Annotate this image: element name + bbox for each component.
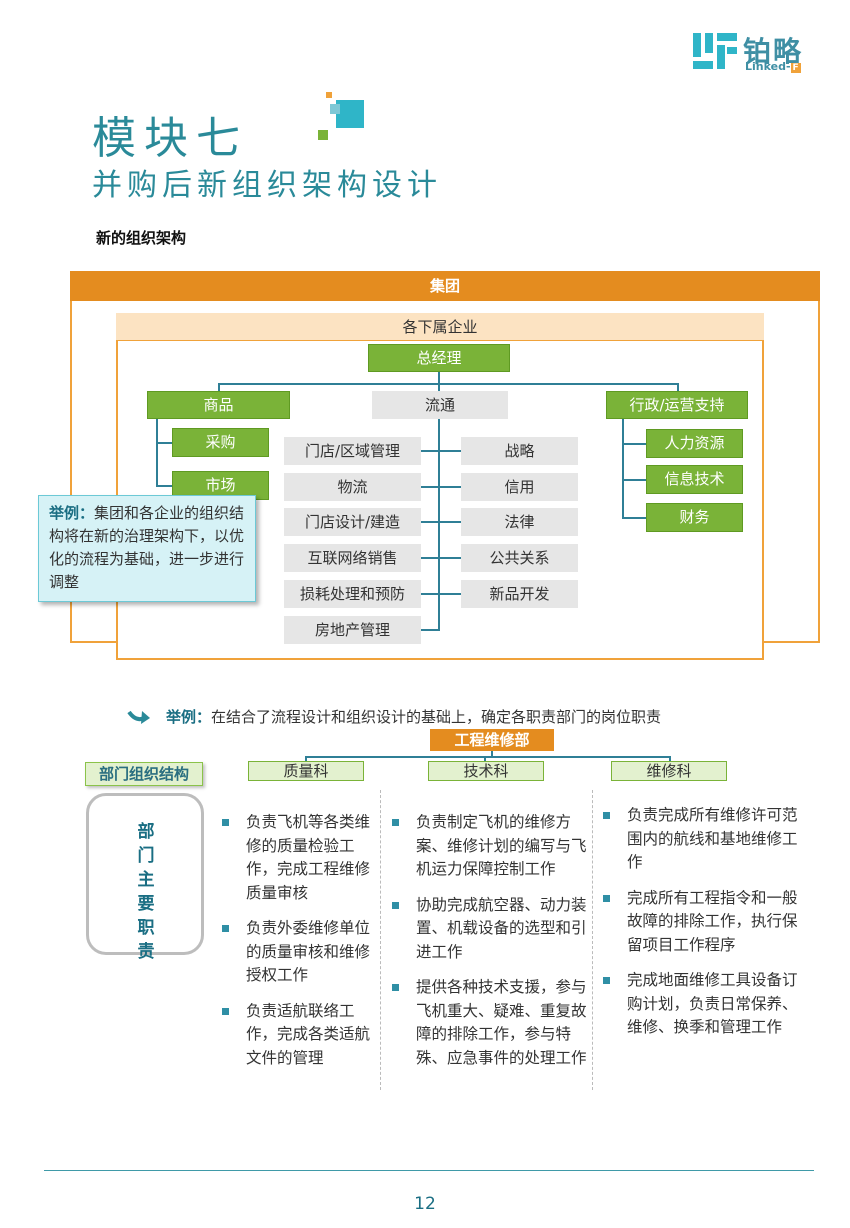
list-item: 提供各种技术支援，参与飞机重大、疑难、重复故障的排除工作，参与特殊、应急事件的处… [392,976,588,1070]
list-item: 负责制定飞机的维修方案、维修计划的编写与飞机运力保障控制工作 [392,811,588,882]
connector-line [156,442,172,444]
branch-item: 门店设计/建造 [284,508,421,536]
dept-structure-label: 部门组织结构 [85,762,203,786]
connector-line [305,756,307,762]
list-item: 负责飞机等各类维修的质量检验工作，完成工程维修质量审核 [222,811,372,905]
branch-item: 公共关系 [461,544,578,572]
branch-box-circulation: 流通 [372,391,508,419]
connector-line [484,756,486,762]
connector-line [622,517,646,519]
module-subtitle: 并购后新组织架构设计 [92,168,442,203]
logo-text: 铂略 [743,35,804,68]
branch-item: 财务 [646,503,743,532]
connector-line [622,419,624,519]
connector-line [156,419,158,487]
list-item: 协助完成航空器、动力装置、机载设备的选型和引进工作 [392,894,588,965]
duties-label: 部门主要职责 [137,822,155,962]
subsidiary-header: 各下属企业 [116,313,764,341]
connector-line [218,383,678,385]
branch-item: 人力资源 [646,429,743,458]
connector-line [669,756,671,762]
connector-line [438,383,440,393]
list-item: 完成地面维修工具设备订购计划，负责日常保养、维修、换季和管理工作 [603,969,799,1040]
branch-item: 新品开发 [461,580,578,608]
branch-item: 房地产管理 [284,616,421,644]
connector-line [218,383,220,393]
branch-item: 物流 [284,473,421,501]
connector-line [420,521,462,523]
connector-line [438,372,440,384]
column-divider [592,790,593,1090]
connector-line [420,629,440,631]
decorative-squares-icon [318,92,364,140]
connector-line [420,486,462,488]
section-title: 新的组织架构 [96,229,187,247]
gm-box: 总经理 [368,344,510,372]
branch-item: 法律 [461,508,578,536]
example-text: 举例：在结合了流程设计和组织设计的基础上，确定各职责部门的岗位职责 [166,708,662,726]
connector-line [420,557,462,559]
branch-item: 信用 [461,473,578,501]
branch-item: 损耗处理和预防 [284,580,421,608]
branch-item: 信息技术 [646,465,743,494]
list-item: 负责完成所有维修许可范围内的航线和基地维修工作 [603,804,799,875]
dept-header: 工程维修部 [430,729,554,751]
connector-line [305,756,671,758]
list-item: 负责外委维修单位的质量审核和维修授权工作 [222,917,372,988]
connector-line [677,383,679,393]
logo-icon [693,33,737,69]
duties-list-quality: 负责飞机等各类维修的质量检验工作，完成工程维修质量审核 负责外委维修单位的质量审… [222,811,372,1082]
module-title: 模块七 [92,113,248,164]
column-divider [380,790,381,1090]
duties-frame [86,793,204,955]
branch-item: 互联网络销售 [284,544,421,572]
branch-box-goods: 商品 [147,391,290,419]
connector-line [622,479,646,481]
dept-sub-quality: 质量科 [248,761,364,781]
page-number: 12 [414,1194,436,1214]
group-header: 集团 [70,271,820,301]
footer-divider [44,1170,814,1171]
example-callout: 举例：集团和各企业的组织结构将在新的治理架构下，以优化的流程为基础，进一步进行调… [38,495,256,602]
connector-line [622,443,646,445]
logo-subtext: Linked-F [745,60,801,73]
list-item: 完成所有工程指令和一般故障的排除工作，执行保留项目工作程序 [603,887,799,958]
duties-list-tech: 负责制定飞机的维修方案、维修计划的编写与飞机运力保障控制工作 协助完成航空器、动… [392,811,588,1082]
branch-item: 采购 [172,428,269,457]
connector-line [438,419,440,631]
curved-arrow-icon [127,710,150,724]
branch-item: 战略 [461,437,578,465]
branch-item: 门店/区域管理 [284,437,421,465]
duties-list-maintenance: 负责完成所有维修许可范围内的航线和基地维修工作 完成所有工程指令和一般故障的排除… [603,804,799,1052]
branch-box-admin: 行政/运营支持 [606,391,748,419]
connector-line [156,485,172,487]
dept-sub-maintenance: 维修科 [611,761,727,781]
dept-sub-tech: 技术科 [428,761,544,781]
connector-line [420,593,462,595]
list-item: 负责适航联络工作，完成各类适航文件的管理 [222,1000,372,1071]
connector-line [491,751,493,757]
connector-line [420,450,462,452]
